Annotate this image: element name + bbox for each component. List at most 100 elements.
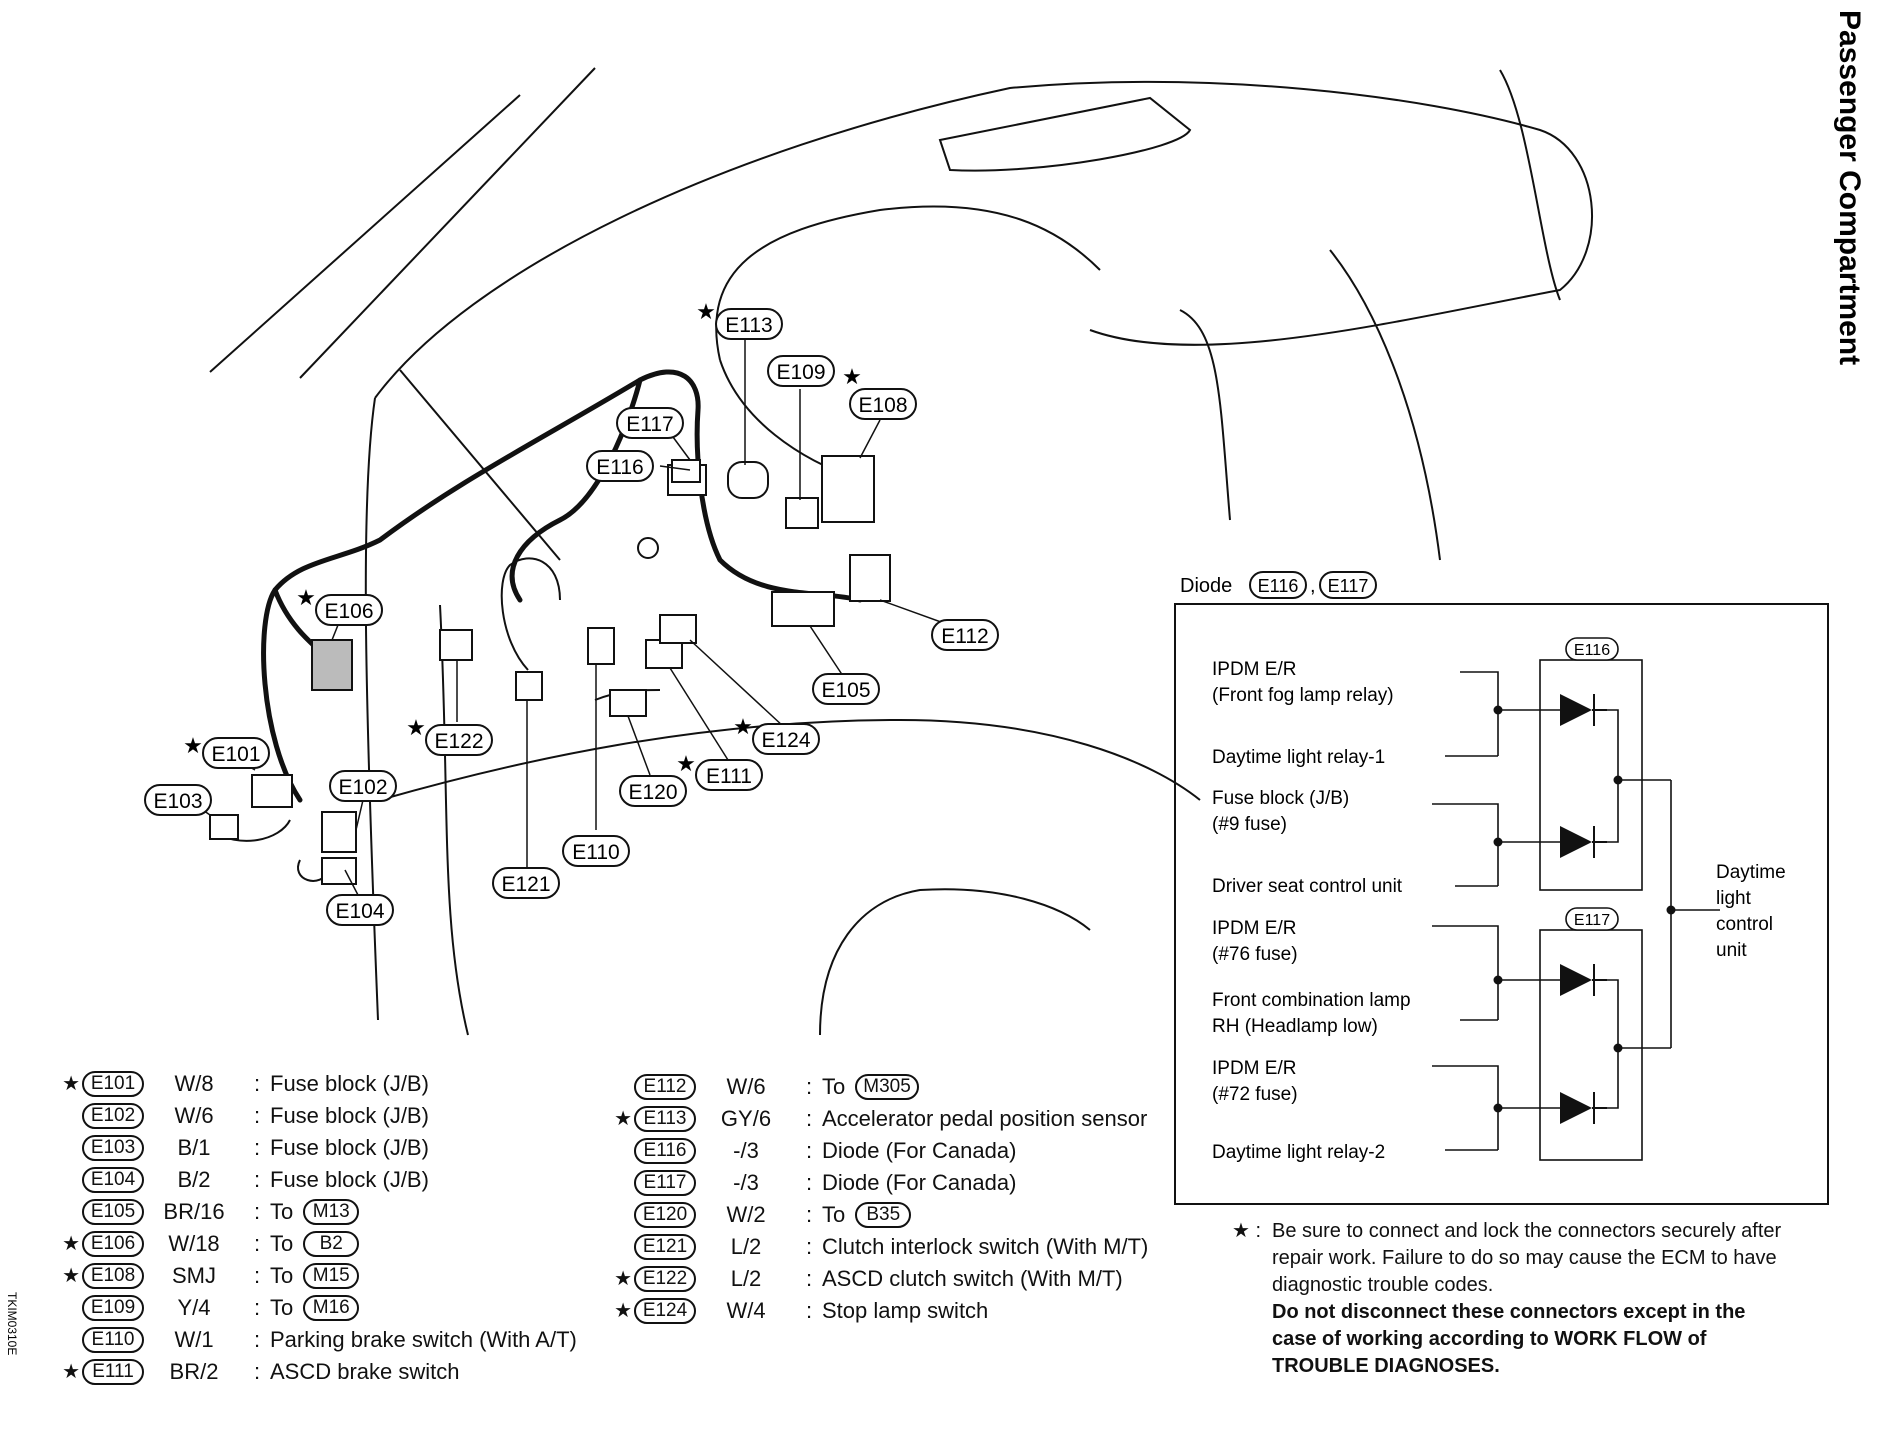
legend-colon: : [253,1199,261,1224]
legend-wire-code: -/3 [733,1170,759,1195]
legend-destination-id: M13 [303,1199,360,1225]
legend-destination: Parking brake switch (With A/T) [270,1324,577,1356]
legend-colon: : [253,1327,261,1352]
callout-e103-label: E103 [153,790,202,813]
legend-wire-code: BR/16 [163,1199,225,1224]
legend-colon: : [805,1234,813,1259]
legend-destination: Diode (For Canada) [822,1167,1016,1199]
diode-input-3: Fuse block (J/B) [1212,788,1349,809]
diode-symbol-4 [1560,1092,1592,1124]
connector-e106 [311,639,353,691]
callout-e109-label: E109 [776,361,825,384]
dash-vent-outline [938,96,1192,172]
legend-description: Fuse block (J/B) [270,1167,429,1192]
glovebox-outline [1499,69,1561,301]
connector-e117 [671,459,701,483]
diode-heading-id-1: E116 [1258,576,1299,596]
diode-output-3: control [1716,914,1773,935]
leader-e111 [669,667,729,761]
legend-connector-id: E104 [82,1167,144,1193]
legend-colon: : [253,1103,261,1128]
legend-description: Accelerator pedal position sensor [822,1106,1148,1131]
caution-note: ★ : Be sure to connect and lock the conn… [1232,1218,1792,1380]
legend-destination: Fuse block (J/B) [270,1132,429,1164]
connector-e113 [727,461,769,499]
legend-wire-code: W/1 [174,1327,214,1352]
callout-star: ★ [406,715,426,740]
diode-input-2: Daytime light relay-1 [1212,747,1385,768]
callout-e108: ★ E108 [842,364,917,420]
callout-star: ★ [676,751,696,776]
legend-colon: : [253,1359,261,1384]
legend-destination-id: M305 [855,1074,919,1100]
leader-e116 [659,465,691,471]
legend-connector-id: E122 [634,1266,696,1292]
diode-heading: Diode [1180,575,1232,597]
legend-connector-id: E102 [82,1103,144,1129]
console-outline [819,888,1091,1036]
legend-colon: : [805,1106,813,1131]
diode-heading-id-2: E117 [1328,576,1369,596]
legend-destination-id: M16 [303,1295,360,1321]
legend-destination: Stop lamp switch [822,1295,988,1327]
legend-wire-code: -/3 [733,1138,759,1163]
legend-star: ★ [62,1361,80,1383]
connector-e101 [251,774,293,808]
legend-destination: Clutch interlock switch (With M/T) [822,1231,1148,1263]
diode-inset: Diode E116 , E117 [1174,571,1829,1205]
legend-destination: Diode (For Canada) [822,1135,1016,1167]
connector-e121 [515,671,543,701]
legend-wire-code: W/4 [726,1298,766,1323]
legend-wire-code: L/2 [730,1266,762,1291]
legend-connector-id: E111 [82,1359,144,1385]
diode-box-e117 [1539,929,1643,1161]
dash-lower-edge [379,718,1201,801]
diode-symbol-3 [1560,964,1592,996]
callout-star: ★ [696,299,716,324]
legend-colon: : [805,1202,813,1227]
legend-wire-code: Y/4 [177,1295,211,1320]
legend-connector-id: E109 [82,1295,144,1321]
diode-output-1: Daytime [1716,862,1786,883]
legend-colon: : [253,1071,261,1096]
diode-input-3b: (#9 fuse) [1212,814,1287,835]
callout-e122: ★ E122 [406,715,493,756]
parking-brake-switch [637,537,659,559]
legend-wire-code: GY/6 [720,1106,772,1131]
legend-description: To [270,1263,294,1288]
connector-e104 [321,857,357,885]
legend-row: E116-/3:Diode (For Canada) [610,1135,1148,1167]
legend-description: Fuse block (J/B) [270,1071,429,1096]
connector-e124 [659,614,697,644]
note-text: Be sure to connect and lock the connecto… [1272,1220,1782,1296]
legend-star: ★ [62,1073,80,1095]
a-pillar-lower-2 [439,604,469,1036]
legend-description: Fuse block (J/B) [270,1103,429,1128]
diode-inset-frame [1174,603,1829,1205]
legend-colon: : [805,1298,813,1323]
leader-e105 [809,625,844,677]
windshield-line-outer [209,94,521,373]
leader-e120 [627,715,651,776]
connector-e112 [849,554,891,602]
legend-wire-code: W/8 [174,1071,214,1096]
callout-e110: E110 [562,835,630,867]
legend-description: To [822,1074,846,1099]
callout-e108-label: E108 [858,394,907,417]
legend-destination: Fuse block (J/B) [270,1164,429,1196]
callout-e117: E117 [616,407,684,439]
callout-e124-label: E124 [761,729,810,752]
connector-e105 [771,591,835,627]
dashboard-outline [374,81,1594,399]
